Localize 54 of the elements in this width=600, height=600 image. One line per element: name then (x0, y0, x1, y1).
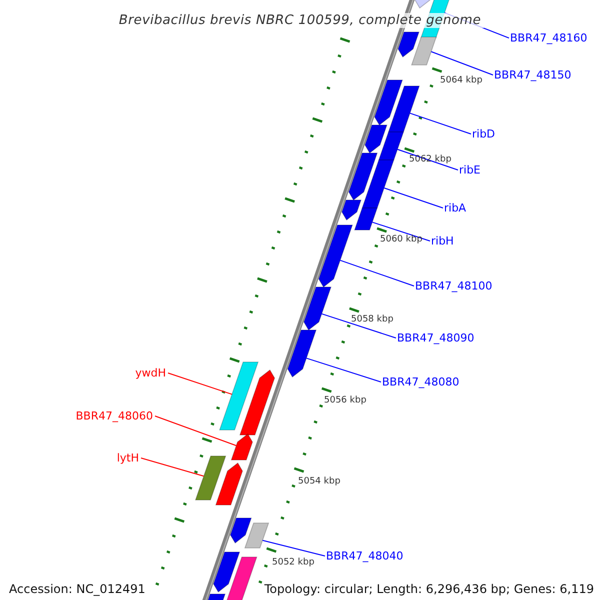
leader-line (140, 458, 204, 477)
gene-label: BBR47_48150 (494, 68, 572, 82)
gene-label: lytH (116, 452, 139, 464)
gene-label: BBR47_48090 (397, 332, 474, 344)
gene-feature (341, 200, 362, 221)
gene-label: ribD (472, 128, 496, 140)
gene-feature (215, 462, 243, 506)
leader-line (409, 112, 472, 134)
scale-label: 5060 kbp (380, 234, 422, 246)
gene-block (388, 86, 420, 132)
gene-label: ribA (444, 202, 466, 214)
gene-block (219, 362, 259, 430)
leader-line (168, 372, 232, 395)
leader-line (154, 416, 237, 446)
scale-label: 5062 kbp (409, 154, 452, 166)
gene-feature (374, 80, 403, 126)
gene-feature (364, 124, 388, 154)
leader-line (372, 222, 430, 242)
info-text: Accession: NC_012491 (9, 581, 146, 597)
leader-line (306, 358, 382, 382)
scale-label: 5054 kbp (298, 476, 340, 488)
gene-block (378, 132, 404, 160)
gene-label: BBR47_48060 (76, 410, 153, 422)
scale-label: 5064 kbp (440, 76, 482, 86)
gene-label: BBR47_48100 (415, 280, 492, 292)
leader-line (262, 540, 326, 556)
gene-block (411, 36, 437, 66)
leader-line (384, 188, 444, 208)
info-text: Topology: circular; Length: 6,296,436 bp; Genes: 6,119 (264, 581, 594, 597)
gene-block (194, 456, 226, 500)
gene-feature (398, 32, 420, 58)
gene-label: BBR47_48080 (382, 376, 460, 388)
gene-feature (348, 152, 378, 201)
gene-block (354, 208, 378, 230)
leader-line (321, 313, 396, 338)
gene-block (244, 522, 270, 548)
gene-label: ribE (459, 164, 481, 176)
gene-feature (303, 286, 332, 331)
gene-label: BBR47_48160 (510, 32, 588, 44)
scale-label: 5056 kbp (324, 396, 366, 406)
gene-feature (239, 369, 276, 436)
scale-label: 5058 kbp (351, 314, 394, 326)
leader-line (430, 51, 494, 76)
gene-label: ribH (431, 234, 454, 248)
gene-feature (230, 433, 253, 460)
gene-label: BBR47_48040 (326, 550, 404, 562)
gene-label: ywdH (135, 366, 166, 380)
leader-line (340, 260, 414, 286)
leader-line (397, 148, 458, 170)
gene-feature (318, 224, 353, 288)
scale-label: 5052 kbp (272, 558, 314, 568)
gene-feature (213, 552, 240, 593)
gene-feature (230, 518, 252, 544)
gene-feature (287, 330, 317, 378)
